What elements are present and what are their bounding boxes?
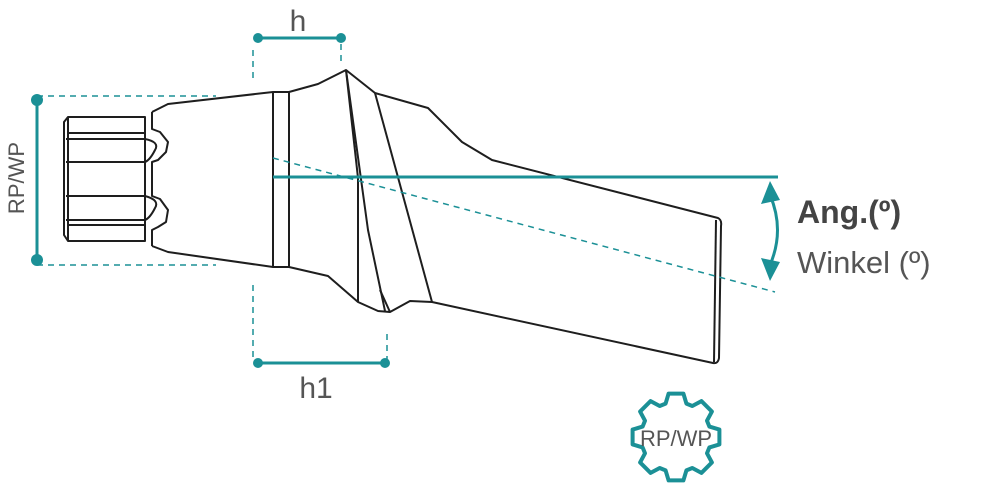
h1-label: h1 [299,372,332,405]
dimension-lines [31,33,780,368]
gear-icon [630,391,722,483]
rp-wp-dimension [31,94,43,266]
angle-label-german: Winkel (º) [797,245,931,280]
rp-wp-label: RP/WP [4,142,29,214]
h-label: h [290,5,307,38]
gear-badge: RP/WP [630,391,722,483]
h-dimension [253,33,346,43]
h1-dimension [253,358,390,368]
gear-badge-label: RP/WP [640,426,712,451]
angled-axis [272,157,776,293]
angle-arrow-icon [761,181,780,281]
angle-label: Ang.(º) [797,194,901,230]
angled-abutment-drawing [63,69,723,365]
